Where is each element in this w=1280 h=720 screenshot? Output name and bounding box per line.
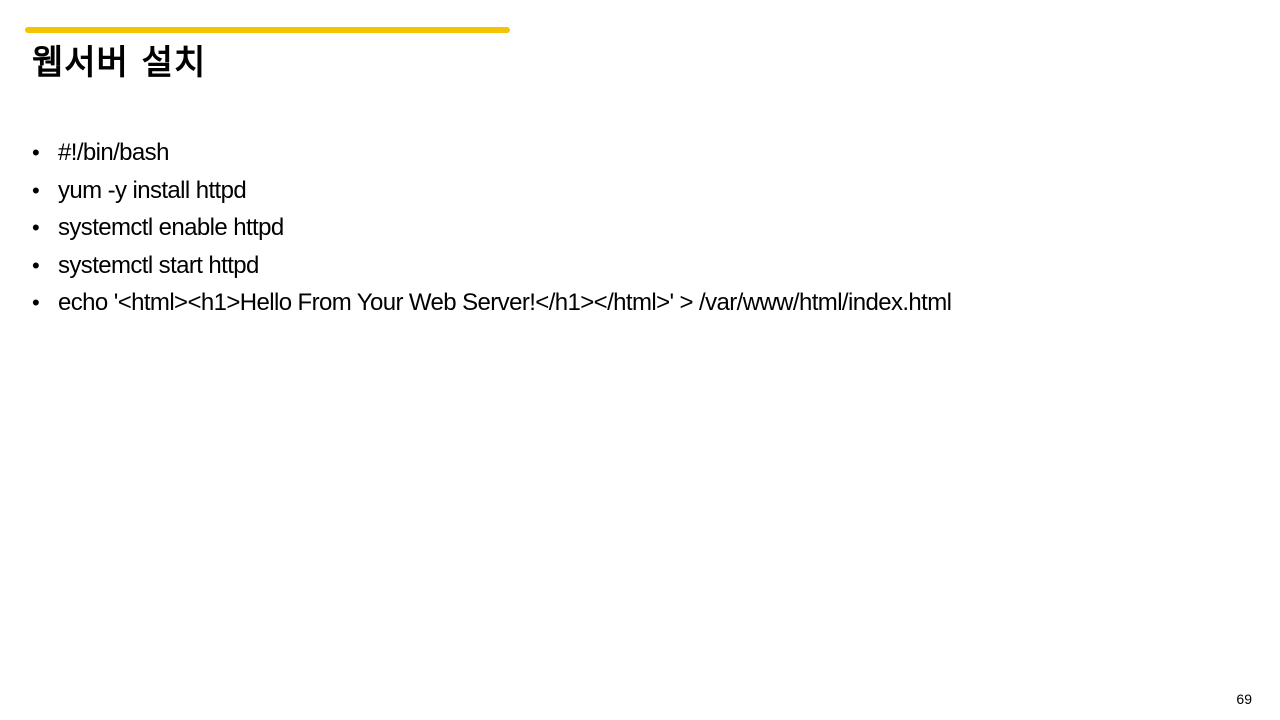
bullet-dot-icon: • — [32, 290, 40, 315]
bullet-dot-icon: • — [32, 177, 40, 203]
bullet-dot-icon: • — [32, 215, 40, 240]
bullet-text: #!/bin/bash — [58, 139, 169, 166]
bullet-text: yum -y install httpd — [58, 176, 247, 204]
bullet-list: • #!/bin/bash • yum -y install httpd • s… — [32, 134, 1272, 322]
bullet-text: systemctl enable httpd — [58, 214, 284, 241]
bullet-text: systemctl start httpd — [58, 251, 259, 279]
page-number: 69 — [1236, 691, 1252, 707]
bullet-text: echo '<html><h1>Hello From Your Web Serv… — [58, 289, 952, 316]
bullet-item: • yum -y install httpd — [32, 172, 1272, 210]
bullet-dot-icon: • — [32, 140, 40, 165]
bullet-item: • #!/bin/bash — [32, 134, 1272, 172]
title-accent-bar — [25, 27, 510, 33]
bullet-dot-icon: • — [32, 252, 40, 278]
slide-title: 웹서버 설치 — [32, 43, 207, 83]
bullet-item: • echo '<html><h1>Hello From Your Web Se… — [32, 284, 1272, 322]
bullet-item: • systemctl start httpd — [32, 247, 1272, 285]
bullet-item: • systemctl enable httpd — [32, 209, 1272, 247]
